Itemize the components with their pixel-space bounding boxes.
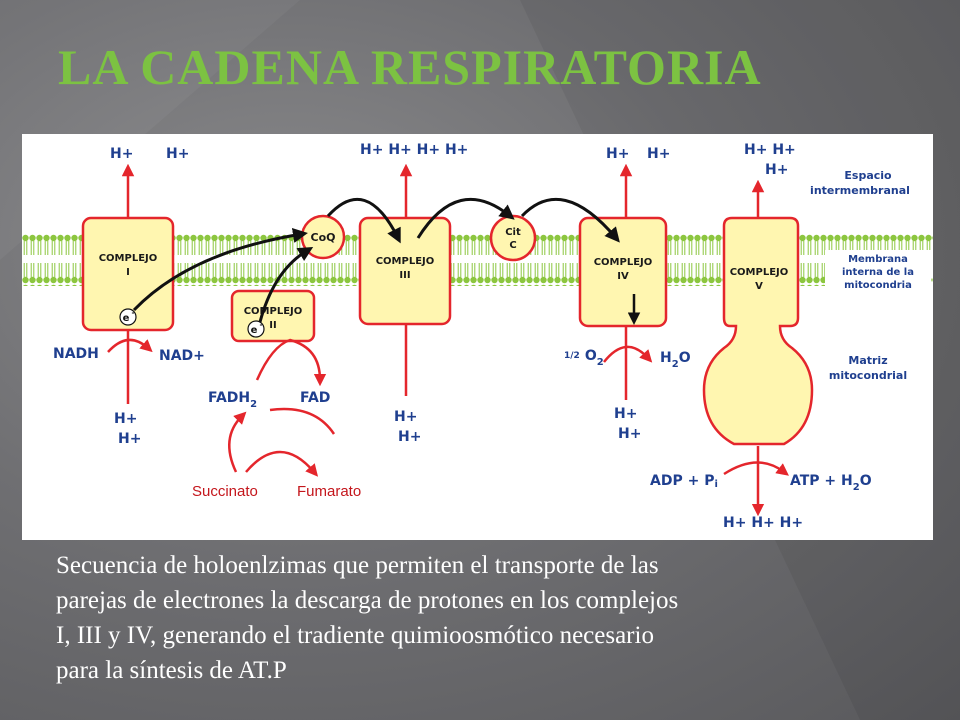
- slide-caption: Secuencia de holoenlzimas que permiten e…: [56, 548, 946, 688]
- complex-v-label: COMPLEJO: [730, 267, 789, 278]
- fadh2-label: FADH2: [208, 390, 257, 410]
- complex-i: [81, 216, 175, 332]
- proton-c1-top-a: H+: [110, 146, 133, 162]
- cytochrome-c: [489, 214, 537, 262]
- membrane-label-bg: [825, 250, 931, 296]
- respiratory-chain-diagram: COMPLEJO I e - H+ H+ H+ H+ NADH NAD+ COM…: [22, 134, 933, 540]
- proton-c5-top-b: H+: [765, 162, 788, 178]
- h2o-label: H2O: [660, 350, 691, 370]
- complex-iii: [358, 216, 452, 326]
- electron-arrow-c2-to-coq: [258, 246, 314, 323]
- nadh-label: NADH: [53, 346, 99, 362]
- region-intermembrane-a: Espacio: [844, 169, 892, 182]
- electron-arrow-cytc-to-c4: [520, 197, 620, 243]
- complex-iii-number: III: [399, 270, 410, 281]
- caption-line-1: Secuencia de holoenlzimas que permiten e…: [56, 552, 659, 579]
- nadh-to-nad-arrow: [107, 338, 153, 353]
- proton-c4-top-a: H+: [606, 146, 629, 162]
- complex-v-number: V: [755, 281, 763, 292]
- electron-c2-charge: -: [260, 321, 263, 329]
- region-membrane-c: mitocondria: [844, 280, 912, 291]
- proton-c1-bottom-b: H+: [118, 431, 141, 447]
- region-membrane-b: interna de la: [842, 267, 914, 278]
- proton-c3-bottom-b: H+: [398, 429, 421, 445]
- o2-to-h2o-arrow: [603, 345, 653, 363]
- electron-arrow-c1-to-coq: [132, 228, 308, 312]
- proton-c3-top: H+ H+ H+ H+: [360, 142, 468, 158]
- succinate-cycle-arc: [269, 407, 336, 435]
- complex-i-label: COMPLEJO: [99, 253, 158, 264]
- complex-iii-label: COMPLEJO: [376, 256, 435, 267]
- electron-c2-icon: [247, 320, 265, 338]
- electron-arrow-c3-to-cytc: [416, 197, 515, 239]
- proton-c5-top-a: H+ H+: [744, 142, 796, 158]
- atp-label: ATP + H2O: [790, 473, 872, 493]
- caption-line-2: parejas de electrones la descarga de pro…: [56, 587, 679, 614]
- complex-ii-number: II: [269, 320, 276, 331]
- complex-iv: [578, 216, 668, 328]
- fumarato-label: Fumarato: [297, 483, 361, 500]
- fadh2-to-fad-arrow: [255, 338, 327, 387]
- slide-title: LA CADENA RESPIRATORIA: [58, 39, 762, 95]
- proton-c1-bottom-a: H+: [114, 411, 137, 427]
- proton-c4-bottom-a: H+: [614, 406, 637, 422]
- proton-c3-bottom-a: H+: [394, 409, 417, 425]
- caption-line-3: I, III y IV, generando el tradiente quim…: [56, 622, 654, 649]
- complex-ii-label: COMPLEJO: [244, 306, 303, 317]
- region-matrix-b: mitocondrial: [829, 369, 907, 382]
- complex-v: [702, 216, 814, 446]
- proton-c1-top-b: H+: [166, 146, 189, 162]
- complex-i-number: I: [126, 267, 130, 278]
- complex-iv-number: IV: [617, 271, 629, 282]
- electron-c1-label: e: [123, 313, 130, 324]
- proton-c5-bottom: H+ H+ H+: [723, 515, 803, 531]
- region-matrix-a: Matriz: [848, 354, 887, 367]
- proton-c4-bottom-b: H+: [618, 426, 641, 442]
- nad-label: NAD+: [159, 348, 205, 364]
- caption-line-4: para la síntesis de AT.P: [56, 657, 287, 684]
- electron-c2-label: e: [251, 325, 258, 336]
- electron-c1-icon: [119, 308, 137, 326]
- succinato-label: Succinato: [192, 483, 258, 500]
- electron-c1-charge: -: [132, 309, 135, 317]
- adp-label: ADP + Pi: [650, 473, 718, 490]
- region-membrane-a: Membrana: [848, 254, 908, 265]
- proton-c4-top-b: H+: [647, 146, 670, 162]
- cyt-c-label-a: Cit: [505, 227, 521, 238]
- succinate-cycle-arrow-right: [245, 450, 319, 477]
- fad-label: FAD: [300, 390, 330, 406]
- cyt-c-label-b: C: [509, 240, 516, 251]
- region-intermembrane-b: intermembranal: [810, 184, 910, 197]
- coq-label: CoQ: [311, 231, 336, 244]
- complex-iv-label: COMPLEJO: [594, 257, 653, 268]
- electron-arrow-coq-to-c3: [326, 197, 401, 244]
- adp-to-atp-arrow: [723, 461, 789, 476]
- succinate-cycle-arrow-left: [228, 411, 247, 473]
